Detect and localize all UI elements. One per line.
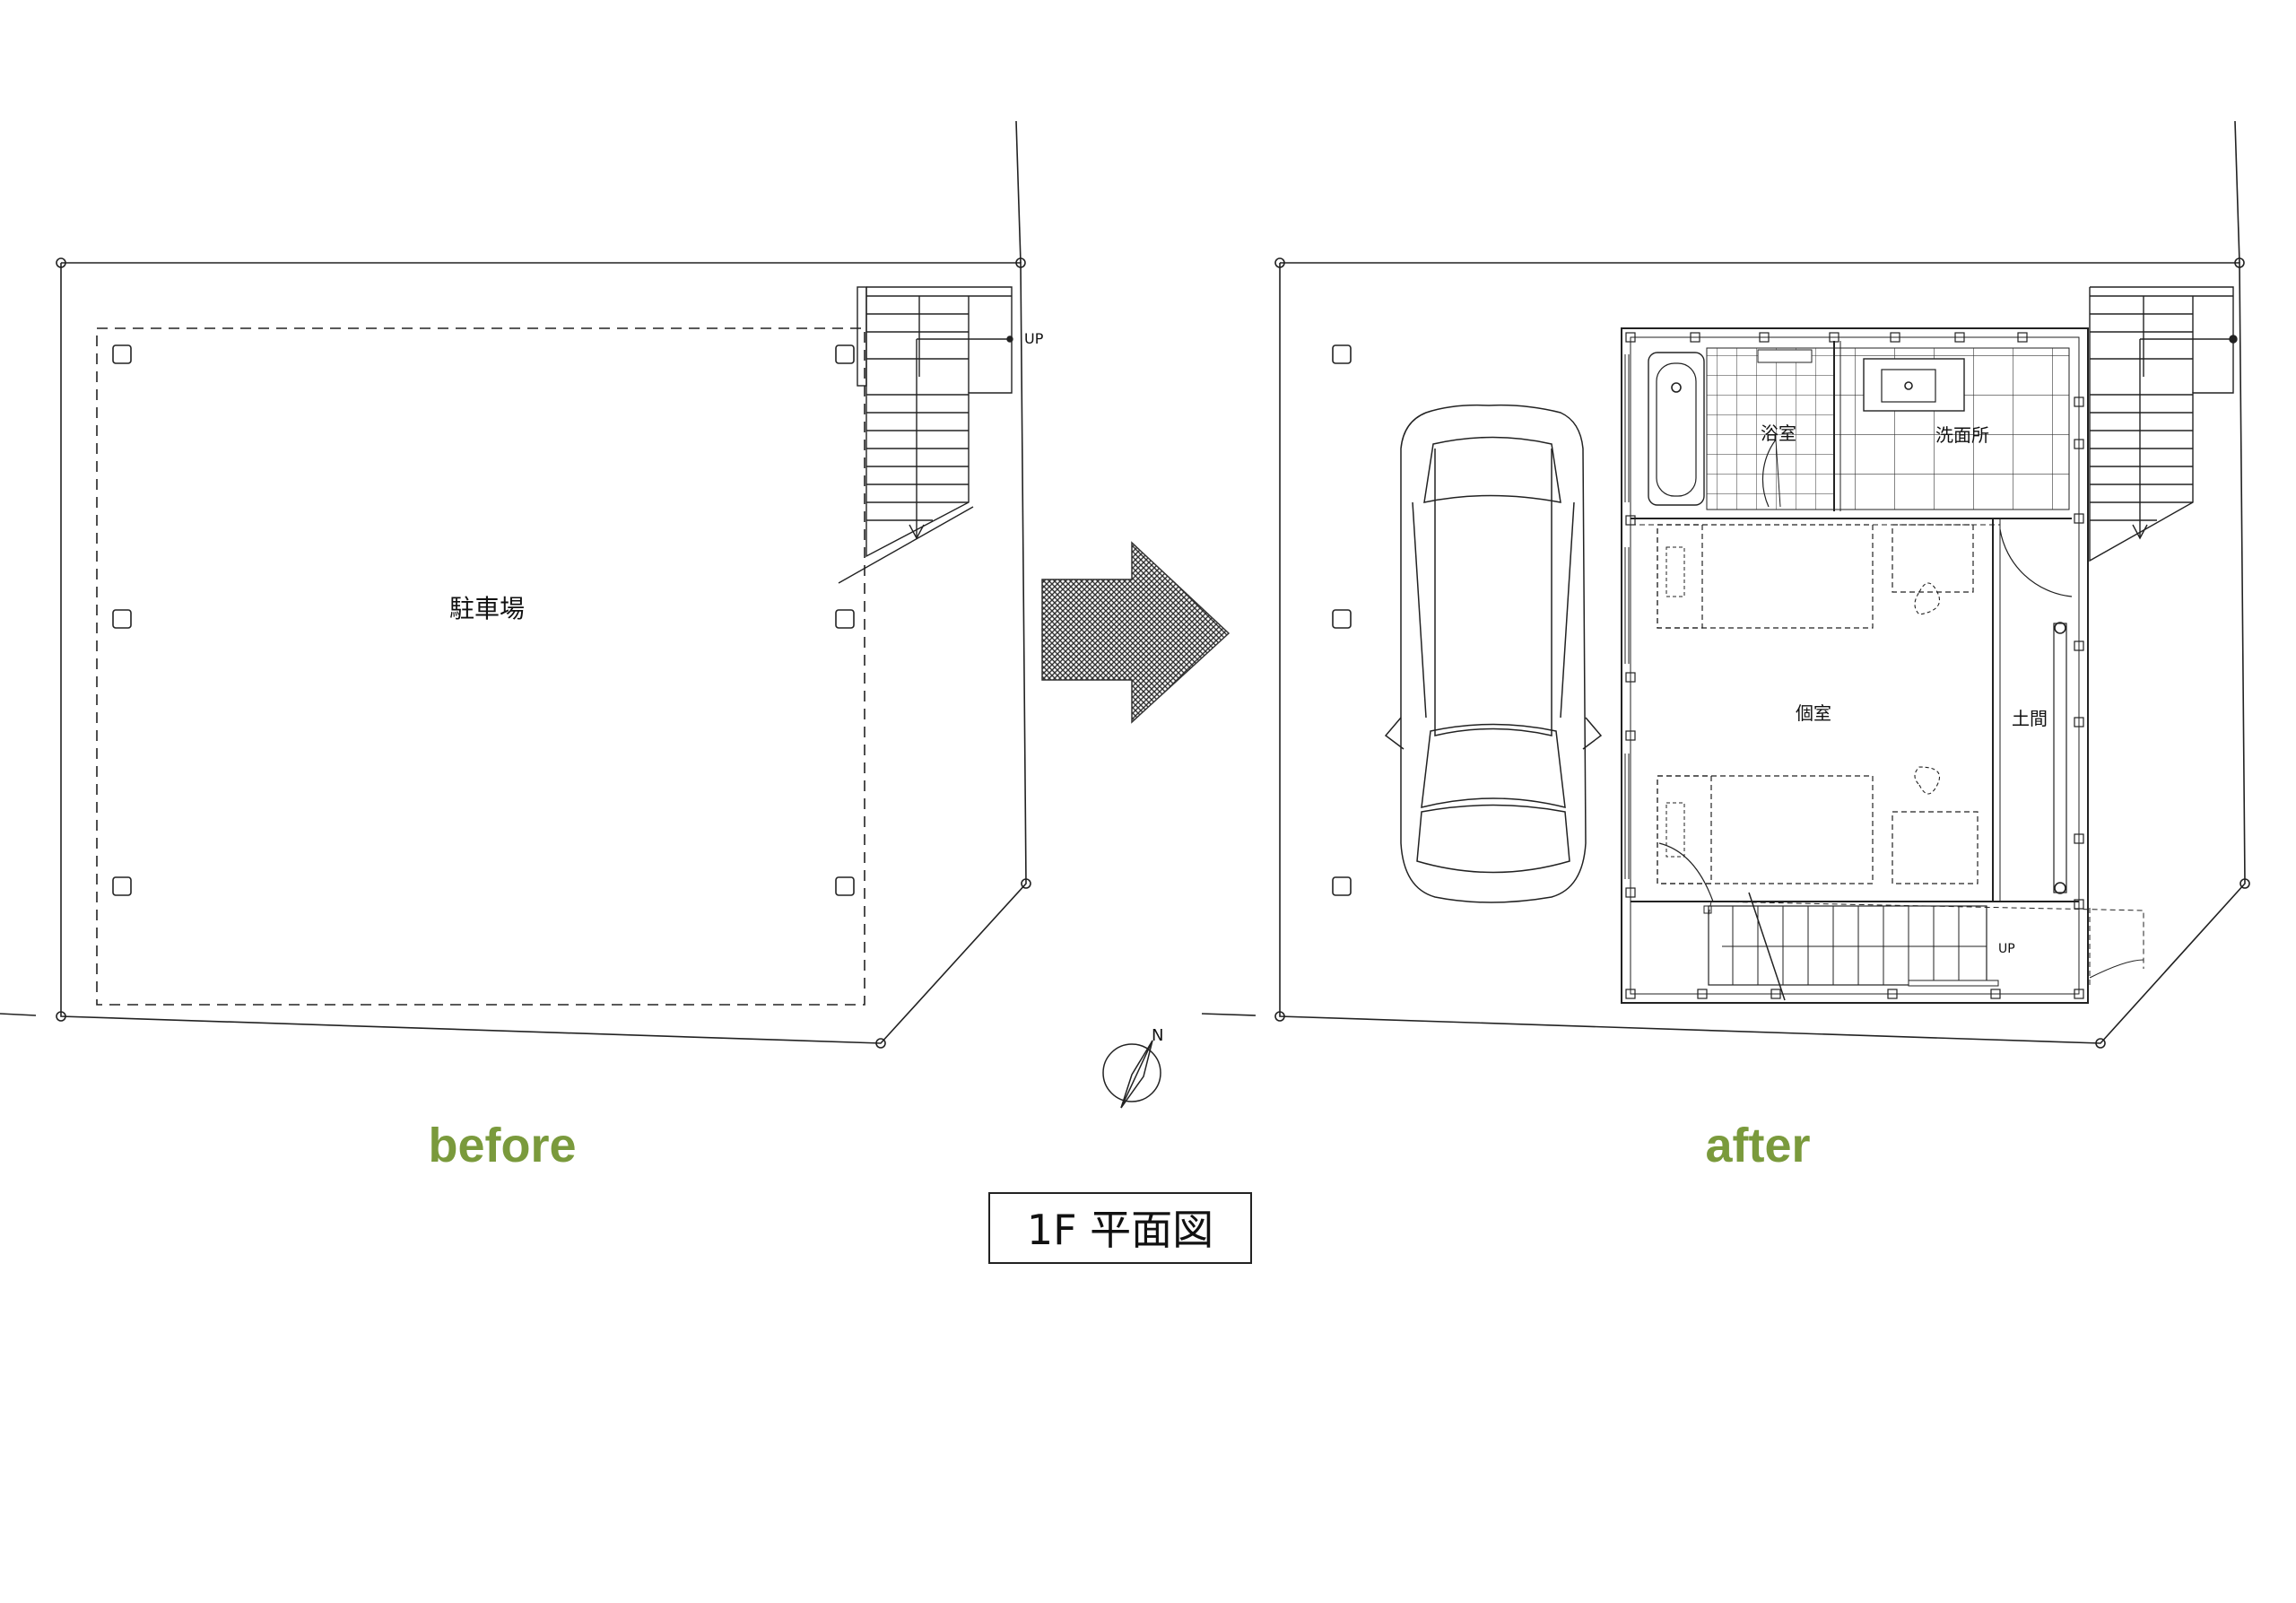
before-stair <box>838 286 1013 584</box>
room-furniture <box>1657 524 1979 884</box>
after-stair-bottom <box>1708 905 1987 986</box>
parking-area <box>96 327 865 1006</box>
before-caption: before <box>428 1119 576 1172</box>
page-title: 1F 平面図 <box>1027 1206 1213 1254</box>
after-stair-up-label: UP <box>1998 942 2015 956</box>
after-room-doma: 土間 <box>2012 708 2048 729</box>
after-room-private: 個室 <box>1796 702 1831 724</box>
after-room-washroom: 洗面所 <box>1935 424 1989 446</box>
after-room-bath: 浴室 <box>1761 423 1796 444</box>
right-arrow-icon <box>1041 541 1231 724</box>
before-columns <box>112 344 855 896</box>
before-site-boundary <box>60 262 1027 1044</box>
after-site-boundary <box>1279 262 2246 1044</box>
north-arrow-icon <box>1102 1040 1161 1109</box>
title-box <box>988 1192 1252 1264</box>
north-label: N <box>1152 1026 1163 1045</box>
before-stair-up-label: UP <box>1024 330 1044 347</box>
room-chairs <box>1914 582 1941 795</box>
after-stair-top <box>2089 286 2238 562</box>
wall-markers <box>1625 332 2084 999</box>
before-plan <box>0 120 1031 1049</box>
after-plan <box>1201 120 2250 1049</box>
after-caption: after <box>1705 1119 1810 1172</box>
before-room-parking: 駐車場 <box>449 594 525 623</box>
car-icon <box>1384 404 1603 903</box>
after-building <box>1621 327 2089 1004</box>
